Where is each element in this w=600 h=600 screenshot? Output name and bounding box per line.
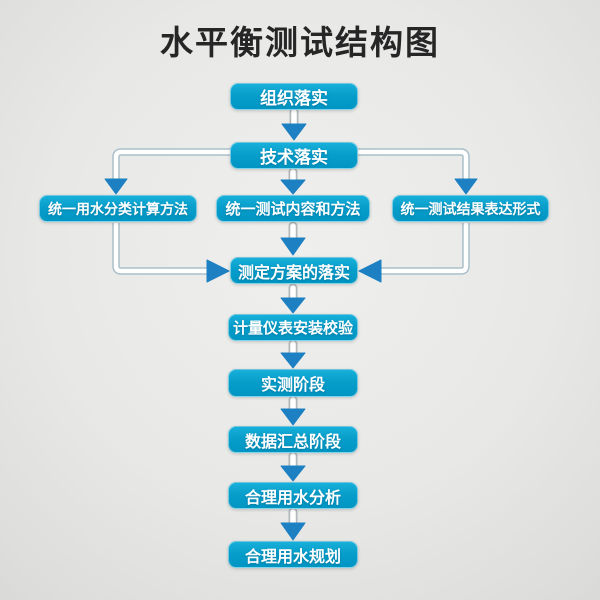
edge-analysis-planning (280, 507, 306, 541)
edge-organization-technical (281, 107, 307, 141)
node-plan-implementation: 测定方案的落实 (230, 257, 358, 284)
arrow-down-icon (280, 352, 306, 369)
node-rational-use-analysis: 合理用水分析 (228, 482, 358, 509)
node-technical: 技术落实 (230, 142, 358, 169)
arrow-right-icon (206, 259, 230, 283)
arrow-down-icon (104, 178, 128, 195)
diagram-title: 水平衡测试结构图 (160, 24, 440, 61)
node-organization: 组织落实 (230, 83, 358, 110)
edge-technical-unify-test-content (280, 167, 306, 195)
node-data-summary-stage: 数据汇总阶段 (228, 426, 358, 453)
edge-unify-result-format-plan (358, 223, 470, 283)
edge-datasummary-analysis (280, 451, 306, 482)
node-unify-result-format: 统一测试结果表达形式 (392, 195, 549, 222)
node-meter-calibration: 计量仪表安装校验 (228, 314, 358, 341)
edge-unify-test-content-plan (280, 221, 306, 256)
edge-technical-unify-water-category (104, 148, 230, 195)
node-unify-water-category: 统一用水分类计算方法 (39, 195, 197, 222)
arrow-down-icon (280, 522, 306, 541)
edge-technical-unify-result-format (358, 148, 478, 195)
arrow-down-icon (280, 465, 306, 482)
edge-measurement-datasummary (280, 395, 306, 426)
arrow-left-icon (358, 259, 382, 283)
node-unify-test-content: 统一测试内容和方法 (216, 195, 370, 222)
arrow-down-icon (280, 237, 306, 256)
edge-plan-meter (280, 283, 306, 314)
arrow-down-icon (280, 179, 306, 195)
arrow-down-icon (280, 408, 306, 426)
edge-unify-water-category-plan (112, 223, 230, 283)
arrow-down-icon (280, 297, 306, 314)
arrow-down-icon (454, 178, 478, 195)
arrow-down-icon (281, 123, 307, 141)
node-rational-use-planning: 合理用水规划 (228, 541, 358, 568)
edge-meter-measurement (280, 339, 306, 369)
node-measurement-stage: 实测阶段 (228, 369, 358, 397)
